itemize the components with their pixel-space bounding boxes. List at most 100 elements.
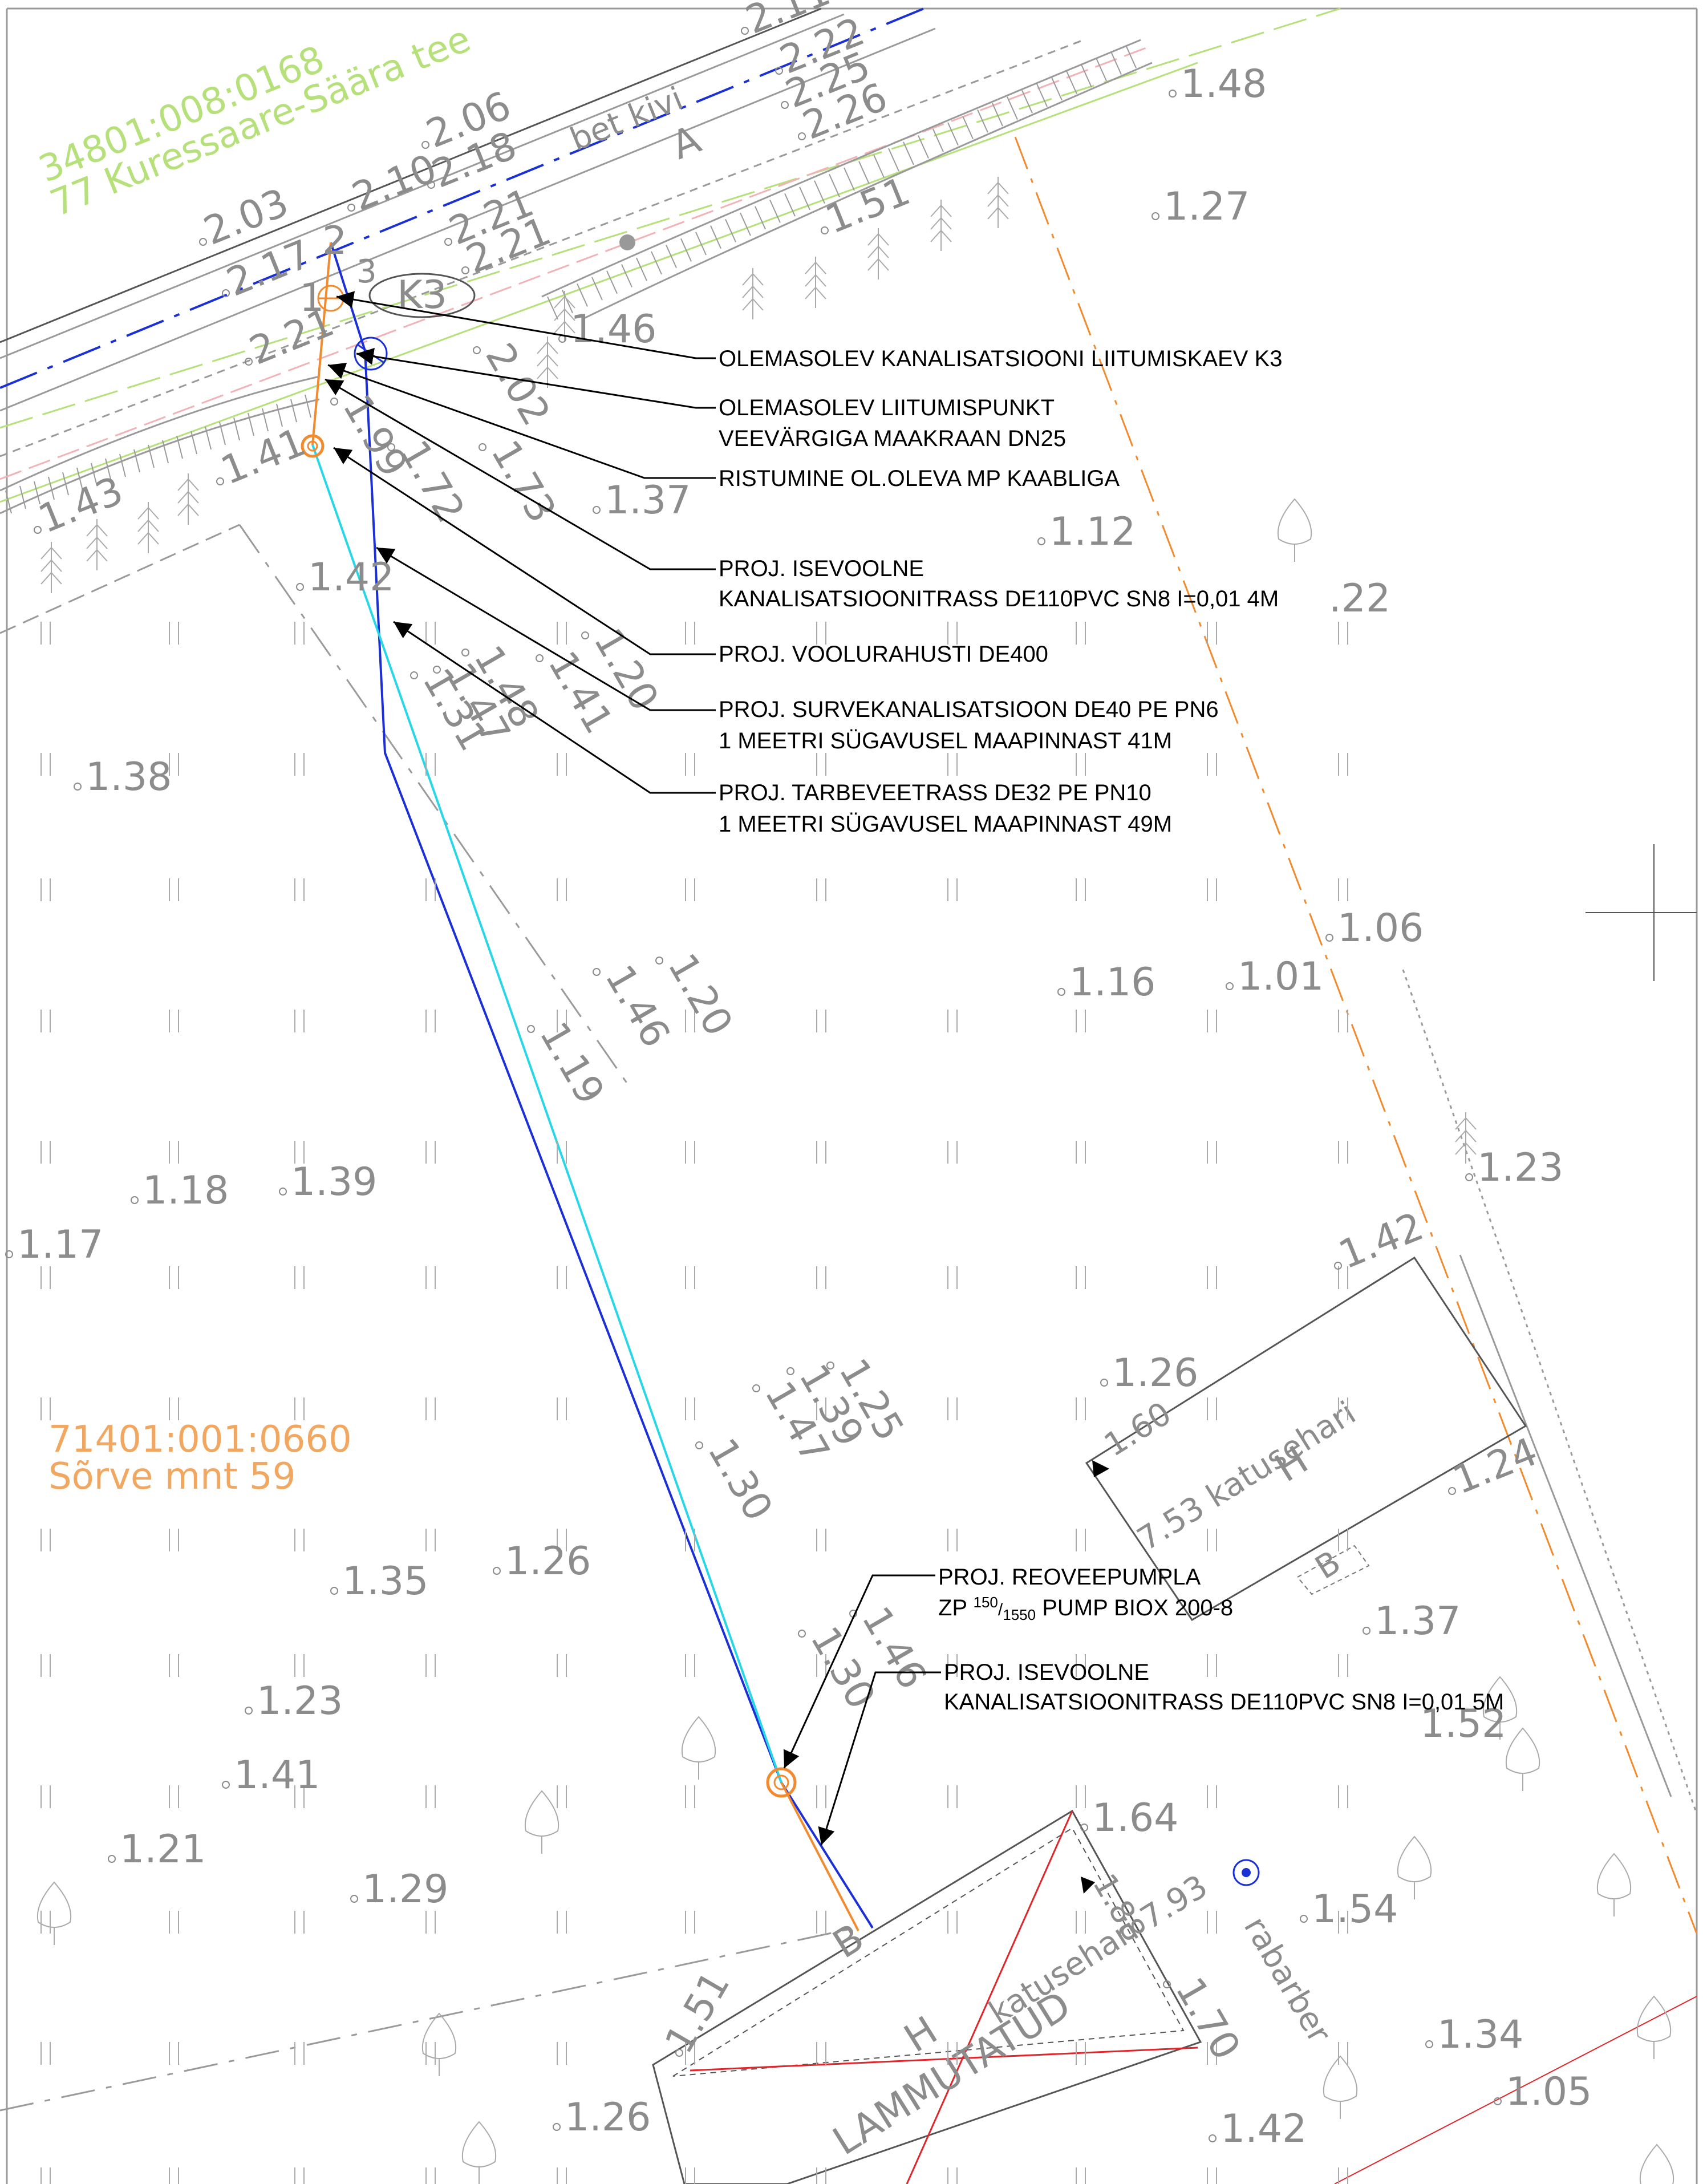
elevation-point (479, 443, 486, 451)
spot-elevation: 1.54 (1312, 1887, 1398, 1932)
ditch-hatch-left (0, 375, 320, 514)
spot-elevation: 1.41 (234, 1753, 320, 1798)
elevation-point (461, 266, 469, 274)
elevation-point (1209, 2134, 1217, 2142)
elevation-point (245, 1707, 253, 1715)
pump-sep: / (998, 1600, 1003, 1619)
spot-elevation: 1.26 (565, 2095, 651, 2140)
leader-arrow (783, 1574, 935, 1769)
annotation-flow-damper: PROJ. VOOLURAHUSTI DE400 (719, 642, 1048, 667)
annotation-water-supply-l1: PROJ. TARBEVEETRASS DE32 PE PN10 (719, 780, 1151, 805)
spot-elevation: 1.18 (143, 1168, 229, 1213)
annotation-pump-station-l1: PROJ. REOVEEPUMPLA (938, 1565, 1201, 1590)
elevation-point (222, 289, 230, 297)
annotation-pressure-sewer-l1: PROJ. SURVEKANALISATSIOON DE40 PE PN6 (719, 697, 1219, 722)
elevation-point (199, 238, 207, 246)
elevation-152-partial: 1.52 (1420, 1701, 1506, 1747)
elevation-point (74, 783, 82, 791)
conifer-tree-icon (742, 268, 764, 319)
conifer-tree-icon (930, 200, 952, 251)
elevation-point (350, 1895, 358, 1903)
annotation-water-point-l1: OLEMASOLEV LIITUMISPUNKT (719, 395, 1055, 420)
water-main-line (0, 7, 925, 389)
elevation-point (387, 443, 395, 451)
elevation-point (296, 583, 304, 591)
spot-elevation: 1.06 (1337, 906, 1424, 951)
fence-dotted (1402, 969, 1698, 1814)
elevation-point (798, 1630, 806, 1638)
pole-symbol (619, 234, 635, 250)
deciduous-tree-icon (1482, 1676, 1518, 1740)
boundary-line-nw (0, 524, 240, 634)
spot-elevation: 1.42 (1221, 2106, 1307, 2151)
k3-label-ellipse (368, 273, 476, 318)
elevation-point (786, 1367, 794, 1375)
conifer-tree-icon (554, 291, 575, 342)
parcel-boundary-orange (1014, 136, 1698, 1934)
elevation-point (433, 666, 441, 674)
height-arrow-icon (1092, 1460, 1109, 1477)
conifer-tree-icon (137, 502, 159, 553)
cable-line (0, 44, 1153, 480)
boundary-line-diag (238, 524, 629, 1084)
leader-arrow (393, 621, 716, 794)
elevation-point (1169, 90, 1177, 98)
elevation-point (775, 67, 783, 75)
leader-arrow (356, 347, 716, 409)
spot-elevation: 1.16 (1069, 960, 1155, 1005)
elevation-point (1226, 982, 1234, 990)
elevation-point (330, 1587, 338, 1595)
leader-arrow (325, 378, 716, 570)
elevation-point (527, 1025, 535, 1033)
annotation-pressure-sewer-l2: 1 MEETRI SÜGAVUSEL MAAPINNAST 41M (719, 728, 1172, 753)
spot-elevation: 1.17 (17, 1222, 103, 1267)
annotation-gravity-5m-l1: PROJ. ISEVOOLNE (944, 1660, 1149, 1685)
elevation-point (553, 2123, 561, 2131)
elevation-point (444, 238, 452, 246)
elevation-point (821, 226, 829, 234)
deciduous-tree-icon (1323, 2055, 1358, 2119)
elevation-point (347, 204, 355, 212)
pump-suffix: PUMP BIOX 200-8 (1036, 1595, 1233, 1620)
spot-elevation: 1.37 (605, 478, 691, 523)
water-supply-line (311, 444, 782, 1783)
elevation-point (798, 132, 806, 140)
plot-parcel-id: 71401:001:0660 (48, 1419, 352, 1461)
elevation-point (34, 526, 42, 534)
elevation-point (675, 2049, 683, 2057)
ditch-hatch-top (541, 39, 1153, 321)
annotation-water-point-l2: VEEVÄRGIGA MAAKRAAN DN25 (719, 426, 1066, 451)
spot-elevation: 1.64 (1092, 1796, 1178, 1841)
elevation-point (581, 631, 589, 639)
gravity-sewer-5m-line (780, 1782, 859, 1931)
deciduous-tree-icon (1636, 1995, 1672, 2059)
elevation-22-partial: .22 (1329, 576, 1390, 621)
elevation-point (1325, 934, 1333, 942)
elevation-point (1057, 988, 1065, 996)
spot-elevation: 1.37 (1374, 1599, 1461, 1644)
deciduous-tree-icon (1277, 498, 1312, 562)
hatch-ticks (5, 44, 1137, 514)
elevation-point (695, 1441, 703, 1449)
fence-line (1459, 1254, 1672, 1797)
elevation-point (245, 358, 253, 366)
leader-arrow (376, 546, 716, 711)
node-2-label: 2 (322, 218, 347, 264)
elevation-point (421, 141, 429, 149)
elevation-point (1100, 1379, 1108, 1387)
deciduous-tree-icon (681, 1716, 716, 1780)
leader-arrow (327, 362, 716, 479)
k3-label: K3 (397, 273, 447, 318)
gravity-sewer-4m-line (311, 242, 332, 445)
water-connection-point-symbol (354, 337, 388, 371)
elevation-point (1334, 1262, 1342, 1270)
elevation-point (216, 477, 224, 485)
node-3-label: 3 (356, 253, 377, 290)
deciduous-tree-icon (37, 1881, 72, 1945)
deciduous-tree-icon (1505, 1727, 1540, 1791)
conifer-tree-icon (40, 542, 62, 593)
demolish-cross-line-2 (906, 1810, 1073, 2184)
node-1-label: 1 (299, 275, 324, 321)
elevation-point (1163, 1980, 1171, 1988)
elevation-point (1363, 1627, 1370, 1635)
